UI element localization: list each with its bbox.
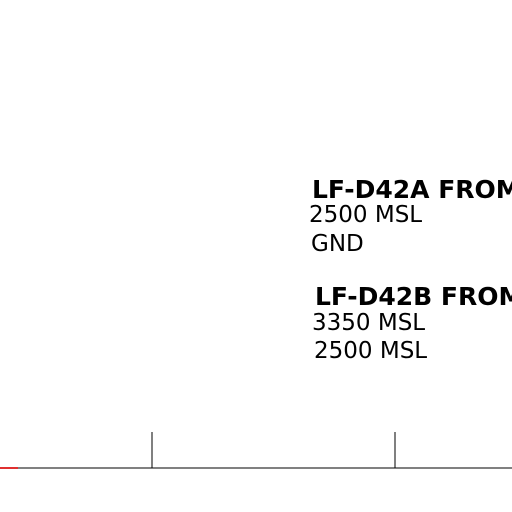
- airspace-lower-limit-d42b: 2500 MSL: [314, 338, 428, 364]
- airspace-name-d42a: LF-D42A FROM: [312, 175, 512, 204]
- airspace-lower-limit-d42a: GND: [311, 231, 364, 257]
- airspace-name-d42b: LF-D42B FROM: [315, 282, 512, 311]
- airspace-upper-limit-d42b: 3350 MSL: [312, 310, 426, 336]
- airspace-upper-limit-d42a: 2500 MSL: [309, 202, 423, 228]
